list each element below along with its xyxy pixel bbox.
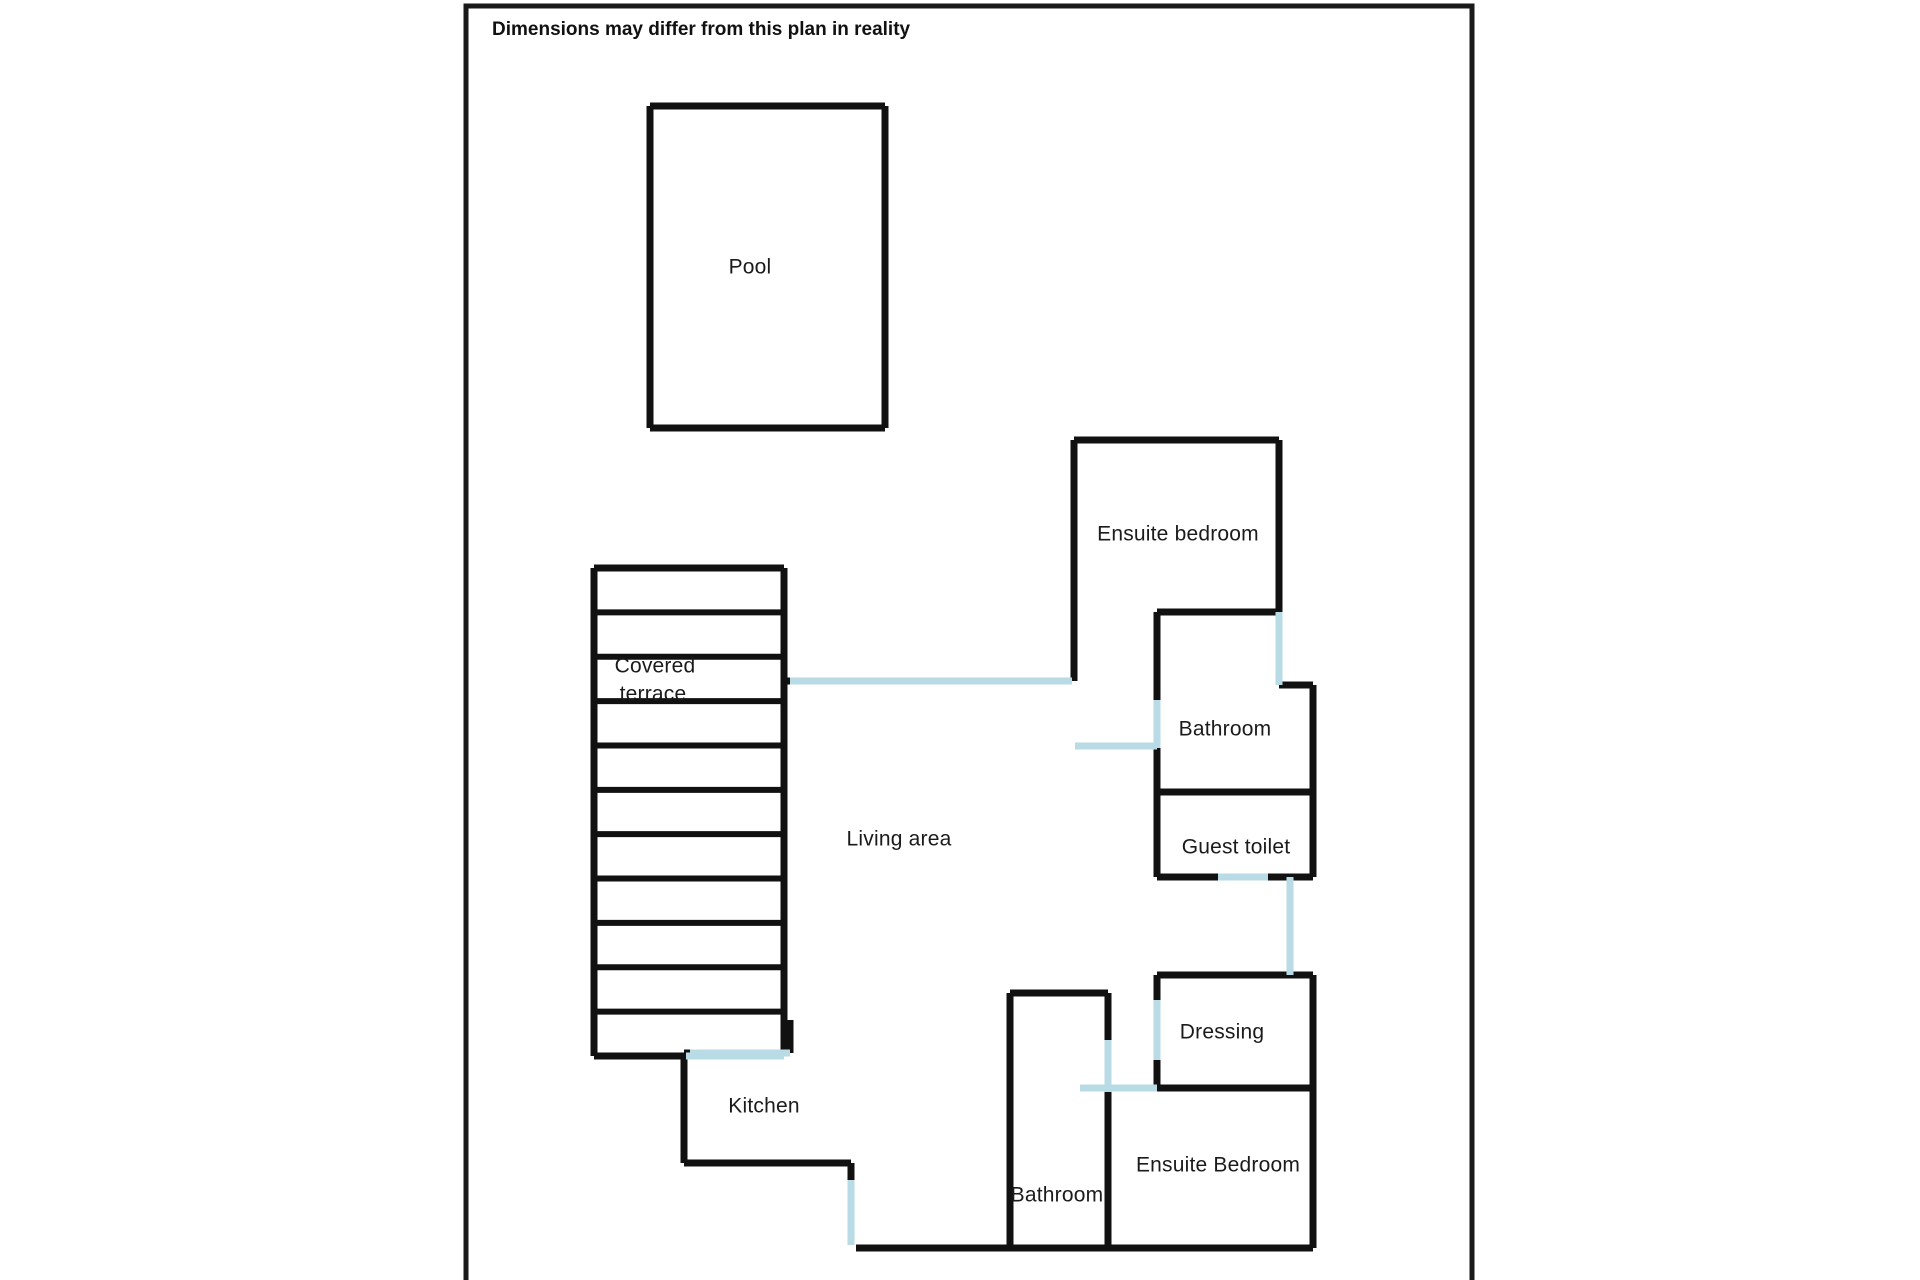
walls-layer — [590, 102, 1317, 1252]
room-label-covered-terrace-line2: terrace — [620, 683, 687, 706]
room-label-bathroom-upper: Bathroom — [1179, 718, 1272, 741]
room-label-covered-terrace-line1: Covered — [615, 655, 696, 678]
door-openings-layer — [686, 612, 1294, 1245]
room-label-bathroom-lower: Bathroom — [1011, 1184, 1104, 1207]
room-label-guest-toilet: Guest toilet — [1182, 836, 1291, 859]
room-label-ensuite-bedroom-lower: Ensuite Bedroom — [1136, 1154, 1300, 1177]
plan-disclaimer-title: Dimensions may differ from this plan in … — [492, 19, 911, 40]
plan-border-frame — [463, 3, 1475, 1280]
room-label-living-area: Living area — [847, 828, 952, 851]
room-labels-layer: Pool Covered terrace Living area Ensuite… — [615, 256, 1300, 1207]
room-label-dressing: Dressing — [1180, 1021, 1264, 1044]
room-label-pool: Pool — [729, 256, 772, 279]
room-label-ensuite-bedroom-upper: Ensuite bedroom — [1097, 523, 1259, 546]
terrace-slats-layer — [594, 609, 784, 1015]
room-label-kitchen: Kitchen — [728, 1095, 799, 1118]
